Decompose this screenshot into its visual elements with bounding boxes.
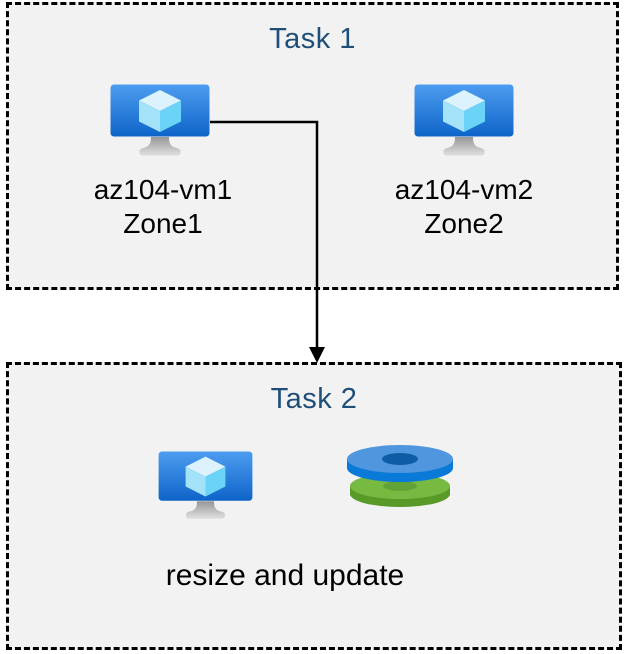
task2-group-box: Task 2 resize and update <box>6 362 622 650</box>
virtual-machine-icon <box>158 451 253 523</box>
task1-group-box: Task 1 az104-vm1 Zone1 az104-vm2 Zone2 <box>6 2 619 290</box>
virtual-machine-icon <box>110 84 210 160</box>
vm2-label: az104-vm2 Zone2 <box>344 173 584 241</box>
task1-title: Task 1 <box>269 23 356 55</box>
task2-caption: resize and update <box>165 559 405 592</box>
vm1-name: az104-vm1 <box>93 174 233 205</box>
virtual-machine-icon <box>414 84 514 160</box>
vm2-zone: Zone2 <box>424 208 504 239</box>
task2-title: Task 2 <box>270 383 358 415</box>
vm1-zone: Zone1 <box>123 208 203 239</box>
vm1-label: az104-vm1 Zone1 <box>43 173 283 241</box>
vm2-name: az104-vm2 <box>394 174 534 205</box>
arrowhead-icon <box>309 347 325 363</box>
managed-disks-icon <box>342 444 458 510</box>
